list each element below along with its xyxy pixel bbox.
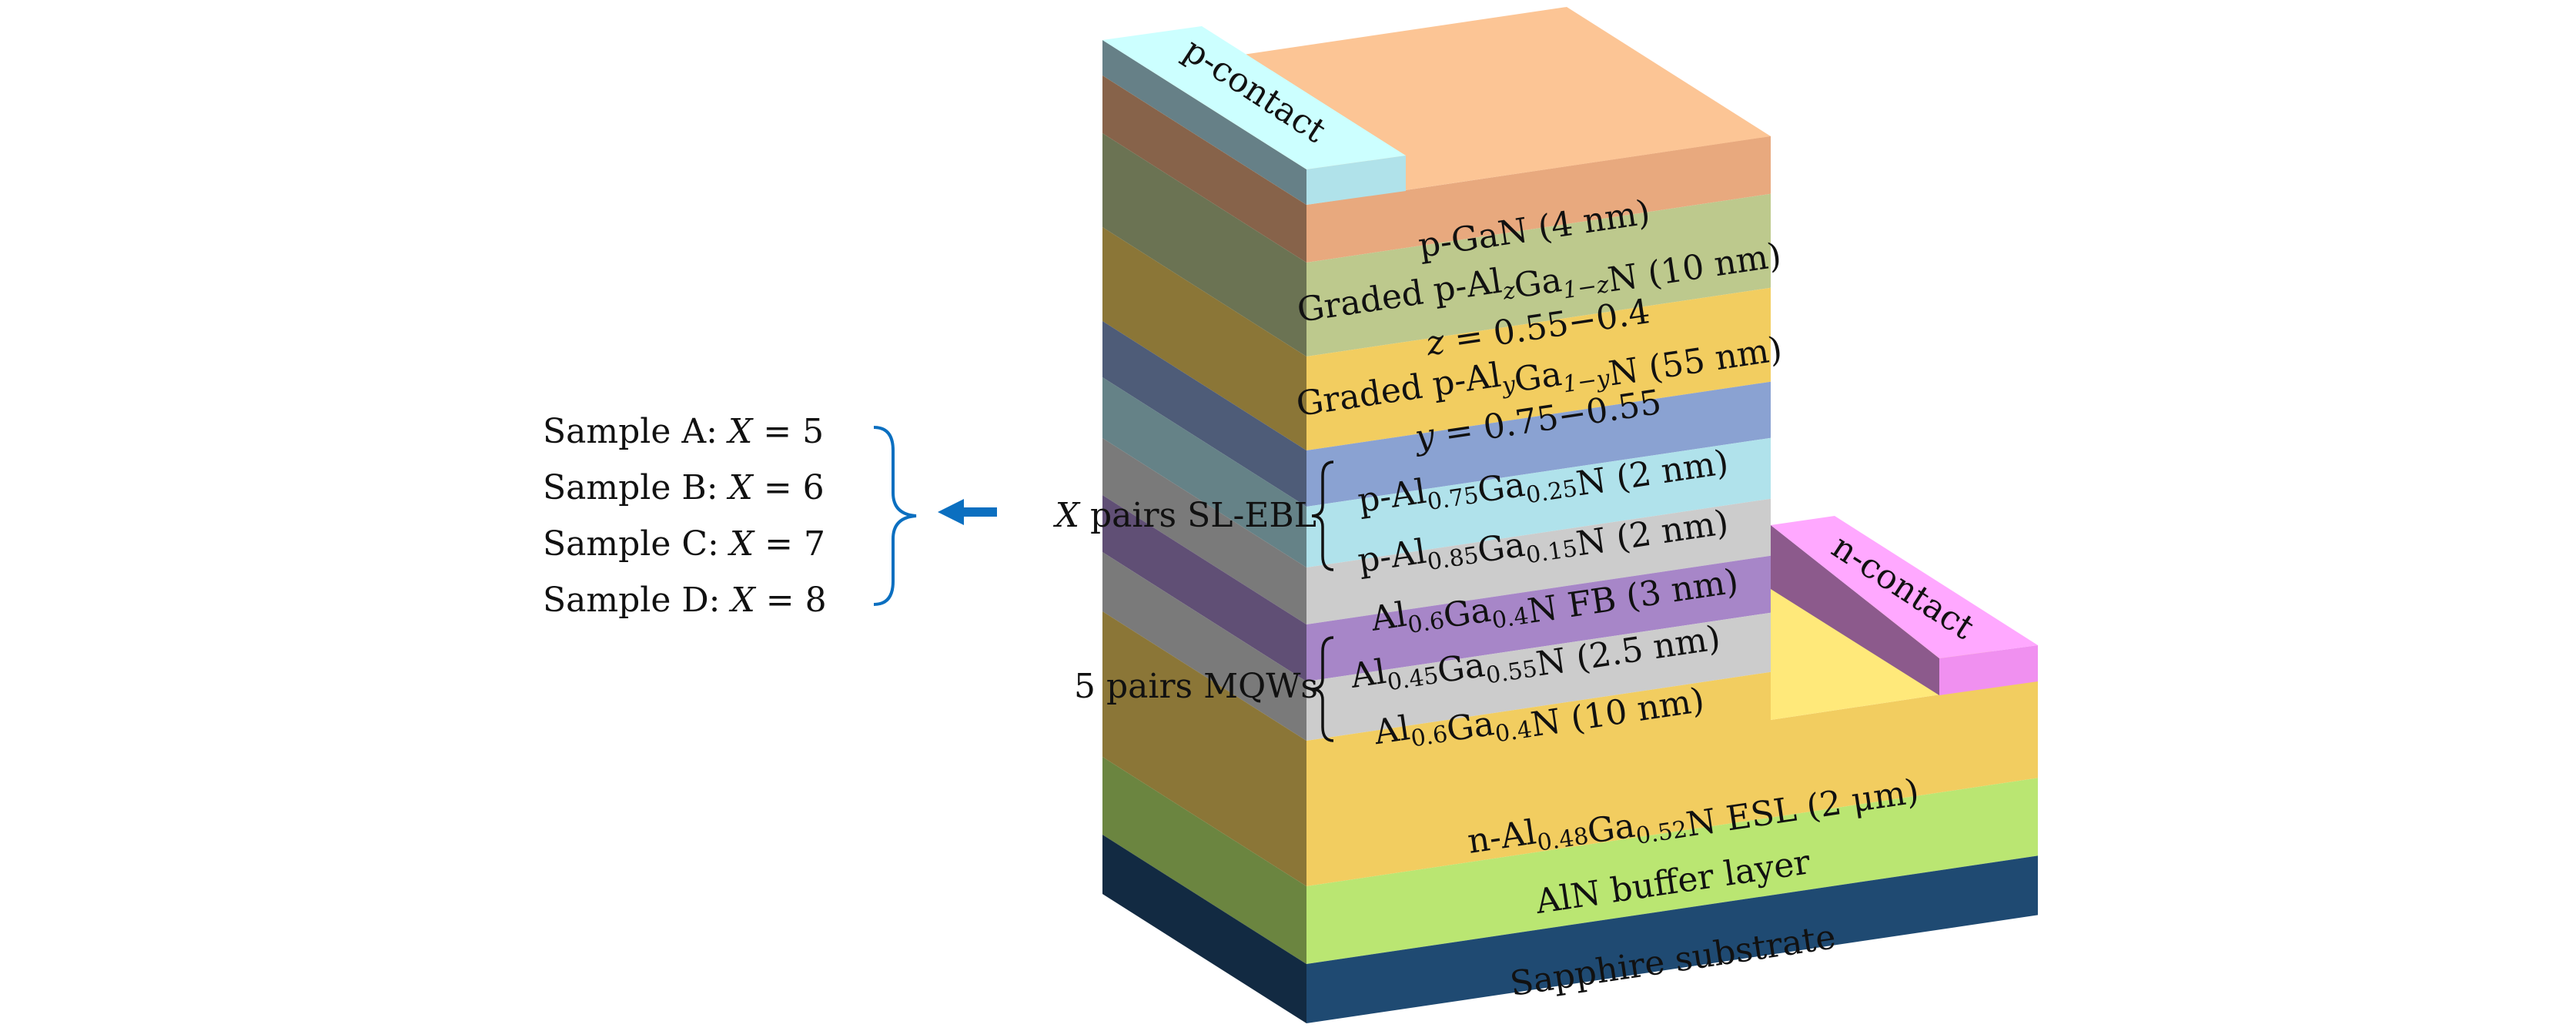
p-contact-top-face <box>1102 26 1406 169</box>
mqw-brace <box>1311 636 1334 742</box>
sl-1-side-face <box>1102 321 1306 507</box>
qw-front-face <box>1306 555 1771 681</box>
aln-side-face <box>1102 757 1306 964</box>
sample-list: Sample A: X = 5 Sample B: X = 6 Sample C: … <box>543 412 827 620</box>
n-contact-front-face <box>1939 645 2038 695</box>
sl-ebl-brace <box>1311 460 1334 571</box>
sl-ebl-text: pairs SL-EBL <box>1079 496 1316 535</box>
p-gan-side-face <box>1102 75 1306 263</box>
sample-item: Sample D: X = 8 <box>543 581 827 620</box>
sl-2-side-face <box>1102 377 1306 567</box>
sl-ebl-group-label: X pairs SL-EBL <box>1053 496 1316 535</box>
sapphire-side-face <box>1102 835 1306 1023</box>
sample-item: Sample C: X = 7 <box>543 524 825 564</box>
mqw-group-label: 5 pairs MQWs <box>1074 667 1318 706</box>
graded-z-front-face <box>1306 193 1771 356</box>
sapphire-front-face <box>1306 855 2038 1023</box>
graded-y-front-face <box>1306 287 1771 450</box>
left-arrow-icon <box>938 499 997 525</box>
n-contact-top-face <box>1771 516 2038 658</box>
sl-1-front-face <box>1306 381 1771 507</box>
fb-front-face <box>1306 498 1771 624</box>
fb-side-face <box>1102 438 1306 624</box>
qw-side-face <box>1102 495 1306 681</box>
sl-ebl-var: X <box>1053 496 1081 535</box>
p-contact-side-face <box>1102 40 1306 205</box>
sl-2-front-face <box>1306 437 1771 567</box>
graded-z-side-face <box>1102 133 1306 356</box>
aln-front-face <box>1306 778 2038 964</box>
sample-item: Sample A: X = 5 <box>543 412 824 451</box>
n-contact-side-face <box>1771 525 1939 695</box>
layer-faces <box>1102 7 2038 1023</box>
qb-side-face <box>1102 552 1306 741</box>
graded-y-side-face <box>1102 227 1306 450</box>
sample-item: Sample B: X = 6 <box>543 468 825 507</box>
p-contact-front-face <box>1306 156 1406 205</box>
p-gan-front-face <box>1306 136 1771 263</box>
esl-side-face <box>1102 611 1306 886</box>
samples-brace <box>873 426 917 606</box>
qb-front-face <box>1306 612 1771 741</box>
esl-front-face <box>1306 671 2038 886</box>
